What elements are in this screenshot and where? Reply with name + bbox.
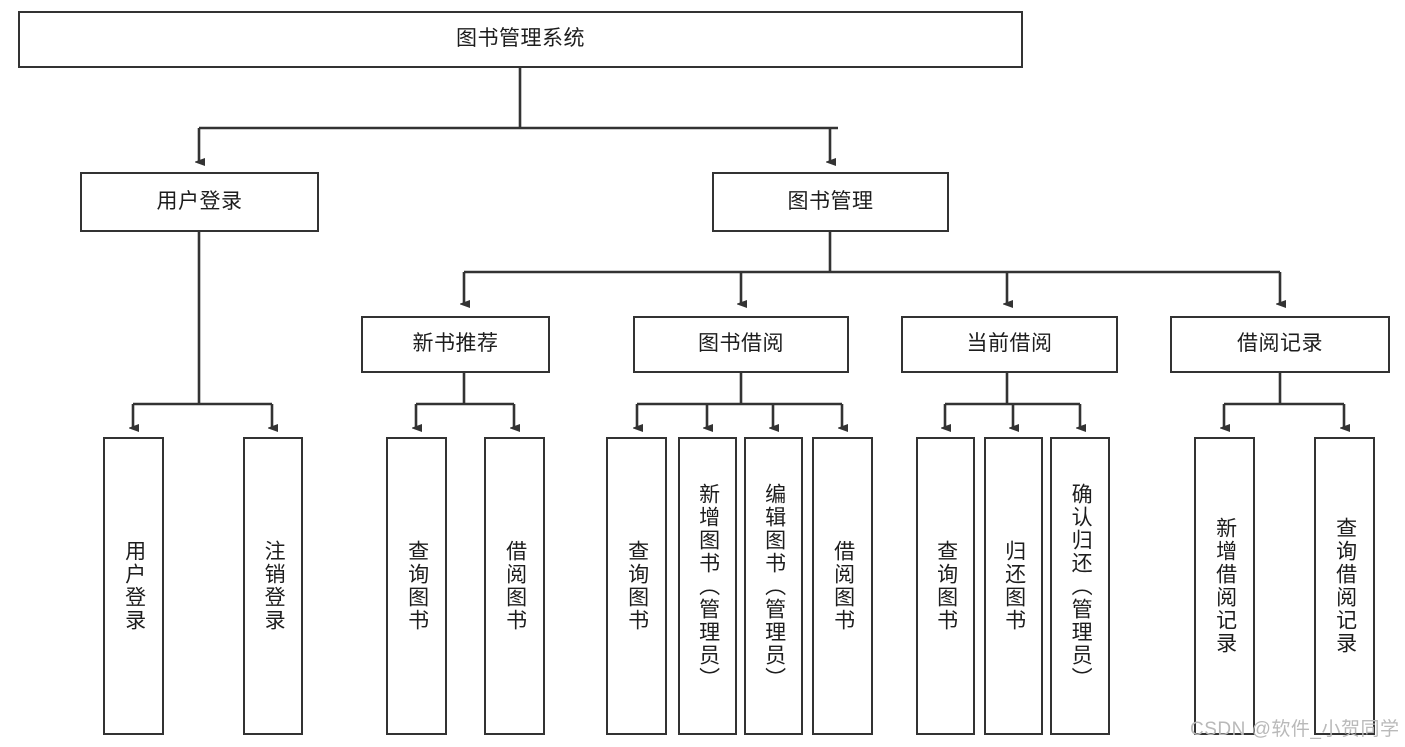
node-current-borrow[interactable]: 当前借阅 <box>901 316 1118 373</box>
leaf-query-borrow-record[interactable]: 查询借阅记录 <box>1314 437 1375 735</box>
leaf-user-login-label: 用户登录 <box>122 540 146 632</box>
leaf-query-book-current[interactable]: 查询图书 <box>916 437 975 735</box>
leaf-user-login[interactable]: 用户登录 <box>103 437 164 735</box>
node-book-management[interactable]: 图书管理 <box>712 172 949 232</box>
leaf-query-book-borrow-label: 查询图书 <box>625 540 649 632</box>
leaf-add-borrow-record-label: 新增借阅记录 <box>1213 517 1237 655</box>
leaf-add-book-admin-label: 新增图书（管理员） <box>696 482 720 690</box>
watermark: CSDN @软件_小贺同学 <box>1190 719 1400 740</box>
leaf-query-book-newbook[interactable]: 查询图书 <box>386 437 447 735</box>
leaf-query-borrow-record-label: 查询借阅记录 <box>1333 517 1357 655</box>
leaf-borrow-book-borrow[interactable]: 借阅图书 <box>812 437 873 735</box>
leaf-return-book[interactable]: 归还图书 <box>984 437 1043 735</box>
leaf-add-borrow-record[interactable]: 新增借阅记录 <box>1194 437 1255 735</box>
node-borrow-record[interactable]: 借阅记录 <box>1170 316 1390 373</box>
leaf-query-book-borrow[interactable]: 查询图书 <box>606 437 667 735</box>
leaf-confirm-return-admin[interactable]: 确认归还（管理员） <box>1050 437 1110 735</box>
node-root-label: 图书管理系统 <box>456 27 585 51</box>
node-book-borrow-label: 图书借阅 <box>698 332 784 356</box>
leaf-query-book-newbook-label: 查询图书 <box>405 540 429 632</box>
leaf-query-book-current-label: 查询图书 <box>934 540 958 632</box>
leaf-borrow-book-borrow-label: 借阅图书 <box>831 540 855 632</box>
leaf-logout[interactable]: 注销登录 <box>243 437 303 735</box>
leaf-borrow-book-newbook[interactable]: 借阅图书 <box>484 437 545 735</box>
leaf-edit-book-admin-label: 编辑图书（管理员） <box>762 482 786 690</box>
node-new-book-recommend-label: 新书推荐 <box>412 332 499 356</box>
node-book-borrow[interactable]: 图书借阅 <box>633 316 849 373</box>
node-current-borrow-label: 当前借阅 <box>966 332 1053 356</box>
node-new-book-recommend[interactable]: 新书推荐 <box>361 316 550 373</box>
node-user-login-label: 用户登录 <box>156 189 243 213</box>
leaf-borrow-book-newbook-label: 借阅图书 <box>503 540 527 632</box>
node-book-management-label: 图书管理 <box>787 189 874 213</box>
leaf-edit-book-admin[interactable]: 编辑图书（管理员） <box>744 437 803 735</box>
node-user-login[interactable]: 用户登录 <box>80 172 319 232</box>
node-root[interactable]: 图书管理系统 <box>18 11 1023 68</box>
leaf-return-book-label: 归还图书 <box>1002 540 1026 632</box>
node-borrow-record-label: 借阅记录 <box>1237 332 1323 356</box>
leaf-add-book-admin[interactable]: 新增图书（管理员） <box>678 437 737 735</box>
leaf-confirm-return-admin-label: 确认归还（管理员） <box>1069 482 1093 690</box>
leaf-logout-label: 注销登录 <box>262 540 286 632</box>
